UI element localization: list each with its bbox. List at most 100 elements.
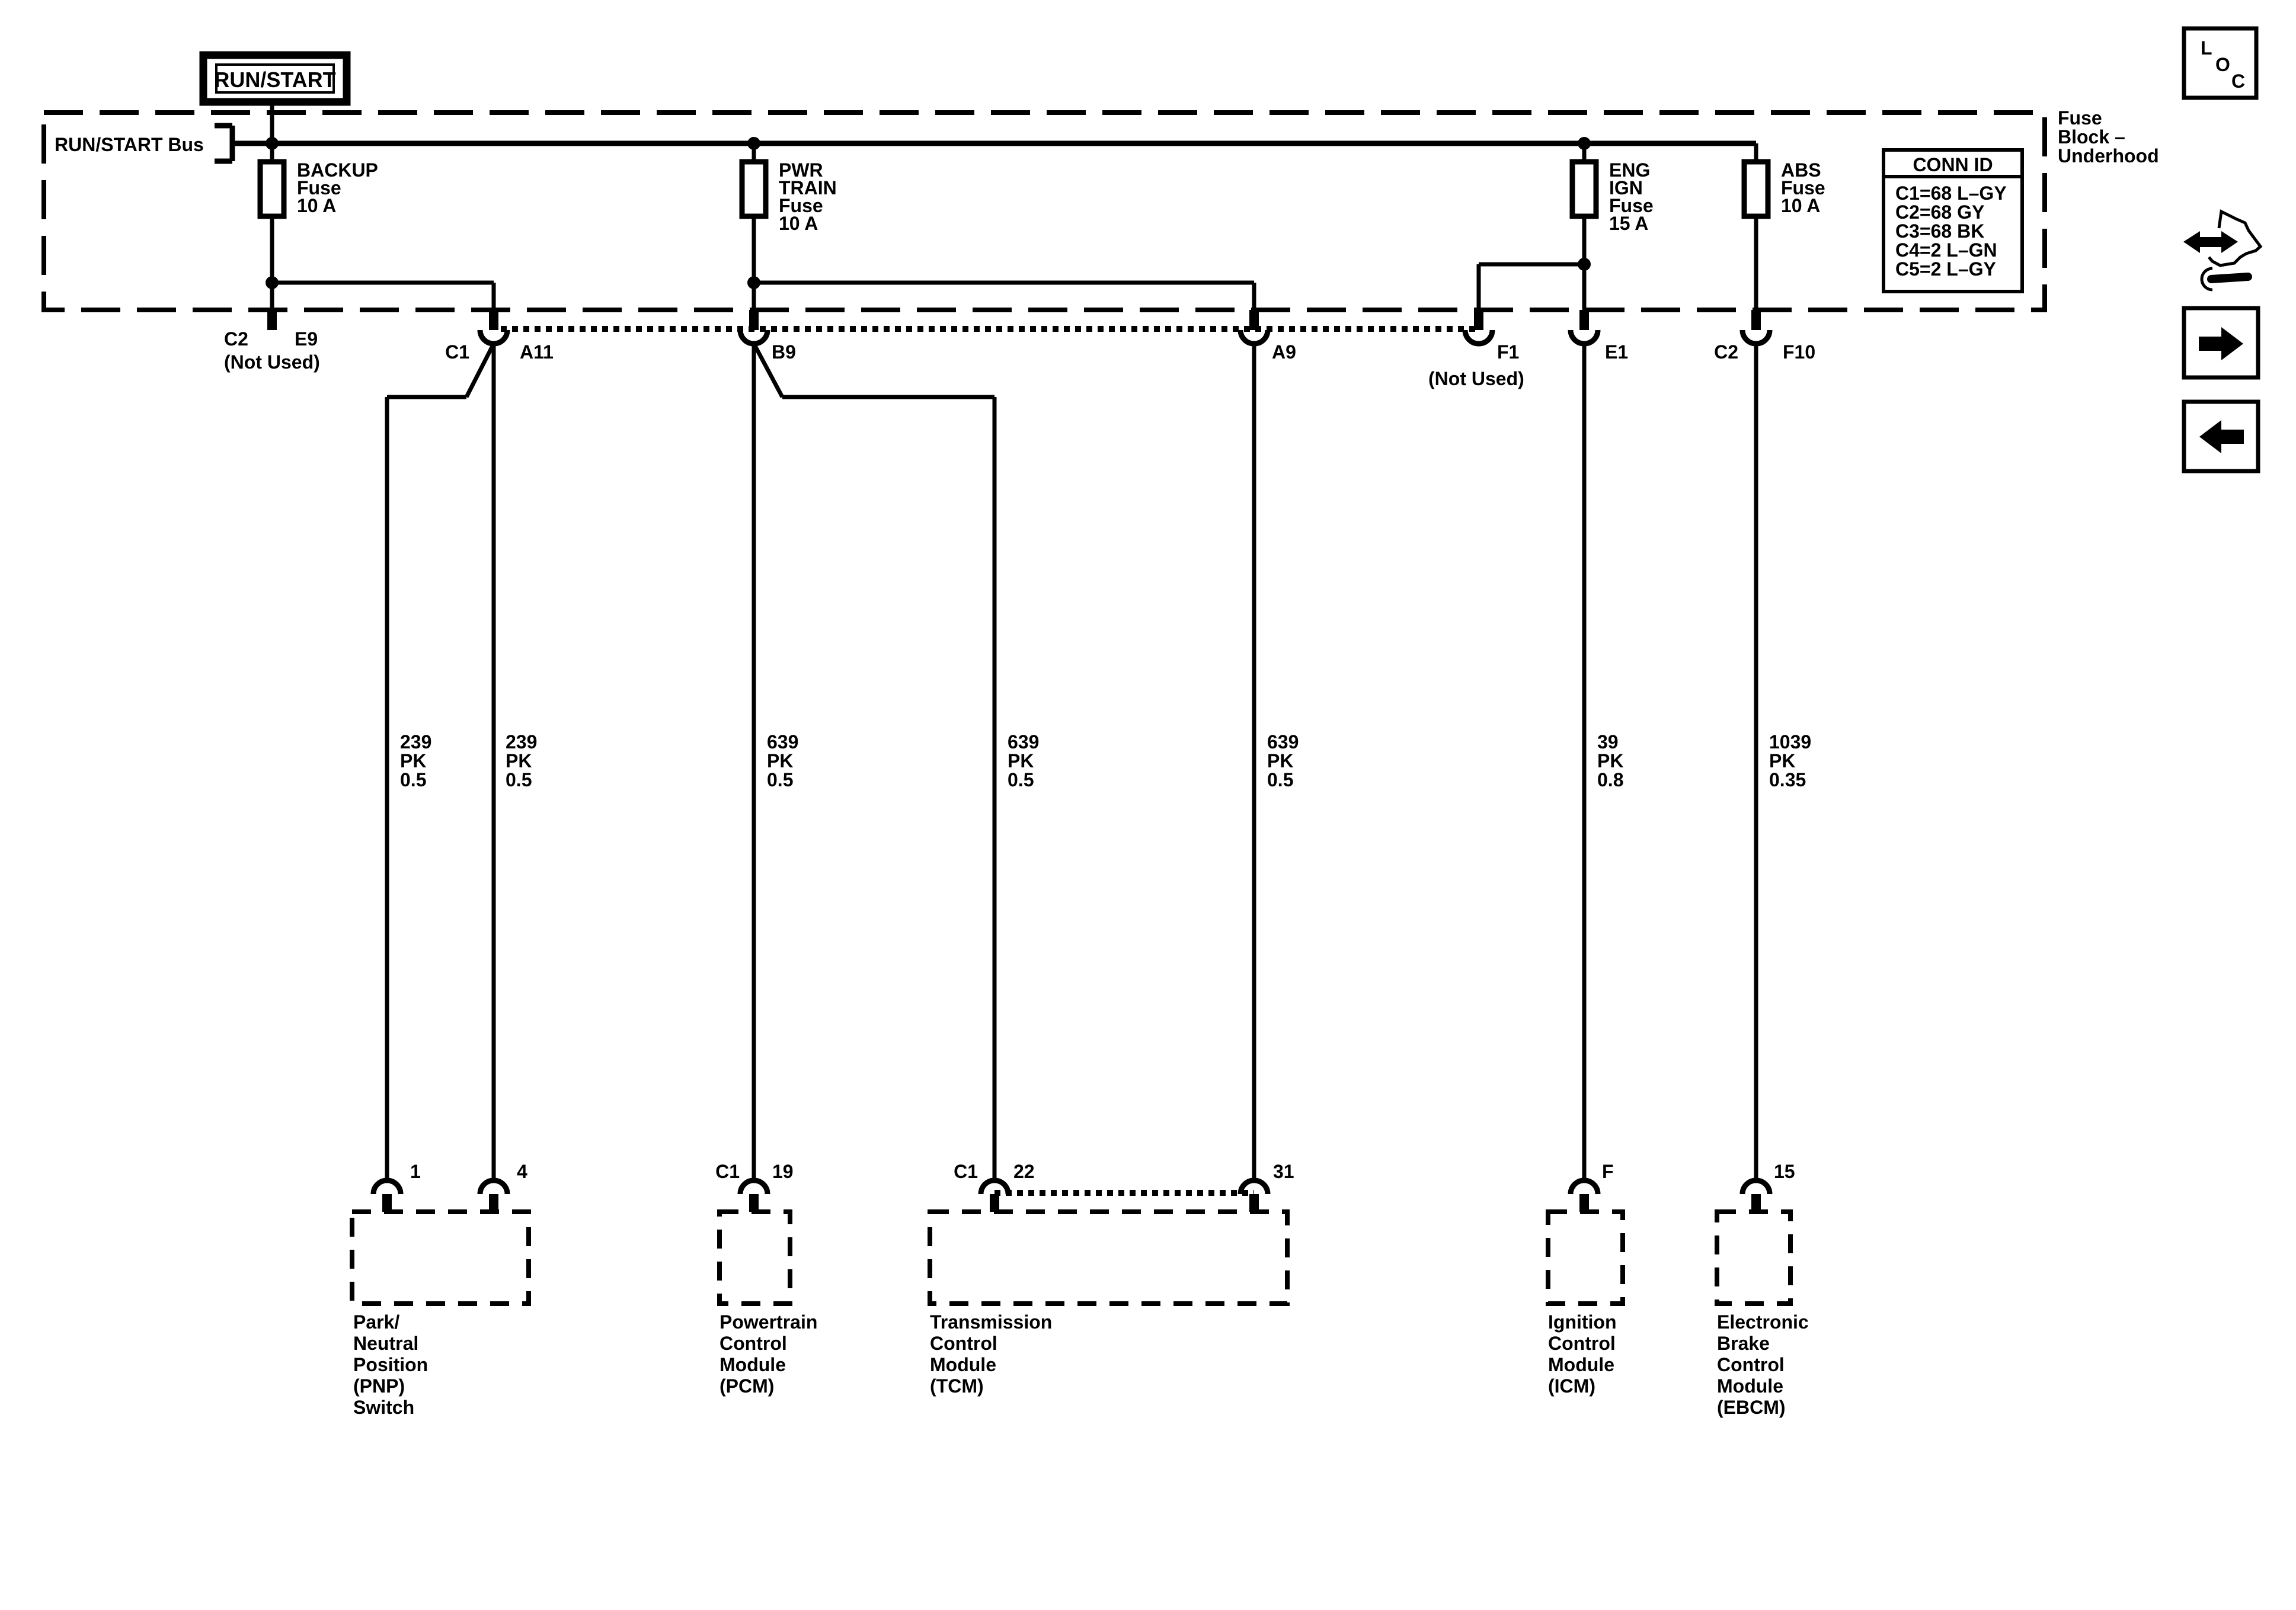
conn-id-table: CONN ID C1=68 L–GY C2=68 GY C3=68 BK C4=… [1882, 148, 2024, 293]
abs-fuse-symbol [1741, 159, 1771, 219]
right-arrow-icon [2199, 337, 2223, 351]
f10-pin-label: F10 [1783, 341, 1815, 363]
svg-text:C3=68 BK: C3=68 BK [1895, 220, 1984, 242]
svg-text:IGN: IGN [1609, 177, 1643, 199]
svg-text:239: 239 [506, 731, 537, 753]
svg-text:(PNP): (PNP) [353, 1375, 405, 1397]
svg-text:PWR: PWR [779, 159, 823, 181]
a11-terminal-icon [477, 329, 510, 347]
svg-text:PK: PK [1267, 750, 1293, 772]
fuse-block-boundary [41, 110, 2047, 312]
diagnostic-wrench-icon[interactable] [2183, 209, 2263, 292]
tcm-pin-31 [1237, 1177, 1271, 1212]
svg-text:C2=68 GY: C2=68 GY [1895, 201, 1984, 223]
svg-text:PK: PK [400, 750, 426, 772]
svg-text:Powertrain: Powertrain [720, 1311, 817, 1333]
e1-terminal-icon [1568, 329, 1601, 347]
pnp-pin1-label: 1 [410, 1161, 421, 1182]
svg-text:Fuse: Fuse [2058, 107, 2102, 129]
svg-text:10 A: 10 A [297, 195, 336, 216]
tcm-pin31-label: 31 [1273, 1161, 1294, 1182]
svg-text:Transmission: Transmission [930, 1311, 1052, 1333]
svg-text:0.5: 0.5 [400, 769, 426, 790]
svg-text:Control: Control [1548, 1333, 1616, 1354]
icm-pin-f [1568, 1177, 1601, 1212]
pnp-pin4-label: 4 [517, 1161, 527, 1182]
svg-text:PK: PK [506, 750, 532, 772]
svg-text:Block –: Block – [2058, 126, 2125, 148]
power-source-box: RUN/START [199, 51, 351, 106]
icm-box [1546, 1209, 1625, 1306]
wire-runs [215, 102, 1758, 1181]
svg-text:ENG: ENG [1609, 159, 1650, 181]
svg-text:ABS: ABS [1781, 159, 1821, 181]
loc-letter-c: C [2231, 71, 2245, 92]
eng-ign-fuse-symbol [1569, 159, 1599, 219]
svg-text:(EBCM): (EBCM) [1717, 1397, 1786, 1418]
svg-text:C5=2 L–GY: C5=2 L–GY [1895, 258, 1996, 280]
f10-conn-label: C2 [1714, 341, 1738, 363]
svg-text:Switch: Switch [353, 1397, 414, 1418]
wire-labels: 239 PK 0.5 239 PK 0.5 639 PK 0.5 639 PK … [400, 731, 1811, 790]
svg-text:Electronic: Electronic [1717, 1311, 1809, 1333]
svg-text:Control: Control [930, 1333, 997, 1354]
tcm-box [928, 1209, 1290, 1306]
svg-text:Underhood: Underhood [2058, 145, 2159, 167]
junction-dots [266, 137, 1591, 289]
svg-text:10 A: 10 A [1781, 195, 1820, 216]
svg-text:0.8: 0.8 [1597, 769, 1623, 790]
svg-text:639: 639 [767, 731, 798, 753]
pnp-pin-1 [370, 1177, 404, 1212]
circuit-wires [385, 343, 1758, 1181]
svg-text:Ignition: Ignition [1548, 1311, 1617, 1333]
e1-pin-label: E1 [1605, 341, 1628, 363]
svg-text:Brake: Brake [1717, 1333, 1770, 1354]
svg-text:TRAIN: TRAIN [779, 177, 837, 199]
e9-note: (Not Used) [224, 351, 320, 373]
svg-text:Module: Module [930, 1354, 996, 1375]
a11-conn-label: C1 [445, 341, 469, 363]
ebcm-pin-15 [1739, 1177, 1773, 1212]
f1-pin-label: F1 [1497, 341, 1519, 363]
a9-terminal-icon [1237, 329, 1271, 347]
svg-text:Module: Module [720, 1354, 786, 1375]
svg-text:C4=2 L–GN: C4=2 L–GN [1895, 239, 1997, 261]
f10-terminal-icon [1739, 329, 1773, 347]
svg-text:Module: Module [1548, 1354, 1614, 1375]
svg-text:1039: 1039 [1769, 731, 1811, 753]
tcm-conn-label: C1 [954, 1161, 978, 1182]
ebcm-box [1715, 1209, 1793, 1306]
prev-page-button[interactable] [2182, 399, 2260, 473]
next-page-button[interactable] [2182, 306, 2260, 380]
svg-text:PK: PK [1769, 750, 1795, 772]
loc-letter-o: O [2215, 54, 2230, 75]
power-source-label: RUN/START [214, 68, 335, 92]
svg-text:Fuse: Fuse [297, 177, 341, 199]
fuse-labels: BACKUP Fuse 10 A PWR TRAIN Fuse 10 A ENG… [297, 159, 1825, 234]
e9-pin-label: E9 [295, 328, 318, 350]
top-connector-row [267, 310, 1773, 347]
pnp-pin-4 [477, 1177, 510, 1212]
f1-terminal-icon [1462, 329, 1495, 347]
pcm-conn-label: C1 [715, 1161, 740, 1182]
ebcm-pin15-label: 15 [1774, 1161, 1795, 1182]
f1-note: (Not Used) [1428, 368, 1524, 389]
svg-text:PK: PK [1008, 750, 1034, 772]
module-names: Park/ Neutral Position (PNP) Switch Powe… [353, 1311, 1809, 1418]
icm-pinf-label: F [1602, 1161, 1614, 1182]
bus-label: RUN/START Bus [55, 134, 204, 155]
svg-text:0.5: 0.5 [1008, 769, 1034, 790]
svg-text:0.35: 0.35 [1769, 769, 1806, 790]
svg-text:Fuse: Fuse [779, 195, 823, 216]
svg-text:Module: Module [1717, 1375, 1783, 1397]
backup-fuse-symbol [257, 159, 287, 219]
svg-text:239: 239 [400, 731, 431, 753]
svg-text:639: 639 [1267, 731, 1299, 753]
left-arrow-icon [2220, 430, 2244, 444]
loc-button[interactable]: L O C [2182, 26, 2259, 100]
tcm-pin-22 [978, 1177, 1011, 1212]
a11-pin-label: A11 [520, 341, 554, 363]
bus-bracket [215, 123, 235, 164]
